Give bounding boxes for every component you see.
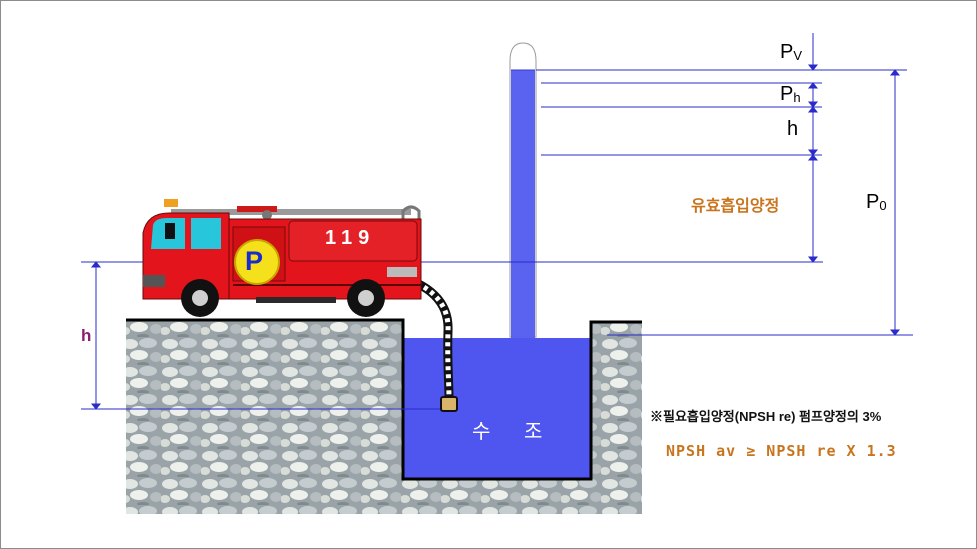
p0-label-main: P bbox=[866, 191, 880, 213]
pump-badge-letter: P bbox=[245, 246, 264, 276]
ground bbox=[126, 319, 642, 514]
effective-suction-head-label: 유효흡입양정 bbox=[691, 198, 780, 215]
barometer-column bbox=[509, 42, 537, 338]
pv-label-sub: V bbox=[793, 48, 803, 63]
pump-badge bbox=[234, 239, 280, 285]
truck-number: 119 bbox=[325, 227, 376, 249]
ph-label: Ph bbox=[780, 83, 801, 106]
ph-label-main: P bbox=[780, 83, 794, 105]
npsh-re-note: ※필요흡입양정(NPSH re) 펌프양정의 3% bbox=[650, 409, 882, 424]
p0-label: P0 bbox=[866, 191, 887, 214]
h-right-label: h bbox=[787, 118, 799, 140]
pv-label-main: P bbox=[780, 41, 794, 63]
water-tank bbox=[126, 318, 642, 481]
dimension-arrows bbox=[90, 33, 901, 410]
p0-label-sub: 0 bbox=[879, 198, 887, 213]
ph-label-sub: h bbox=[793, 90, 801, 105]
npsh-formula: NPSH av ≥ NPSH re X 1.3 bbox=[666, 442, 897, 460]
h-left-label: h bbox=[81, 326, 92, 345]
tank-label: 수 조 bbox=[472, 421, 557, 443]
fire-truck bbox=[142, 199, 422, 317]
pv-label: PV bbox=[780, 41, 802, 64]
